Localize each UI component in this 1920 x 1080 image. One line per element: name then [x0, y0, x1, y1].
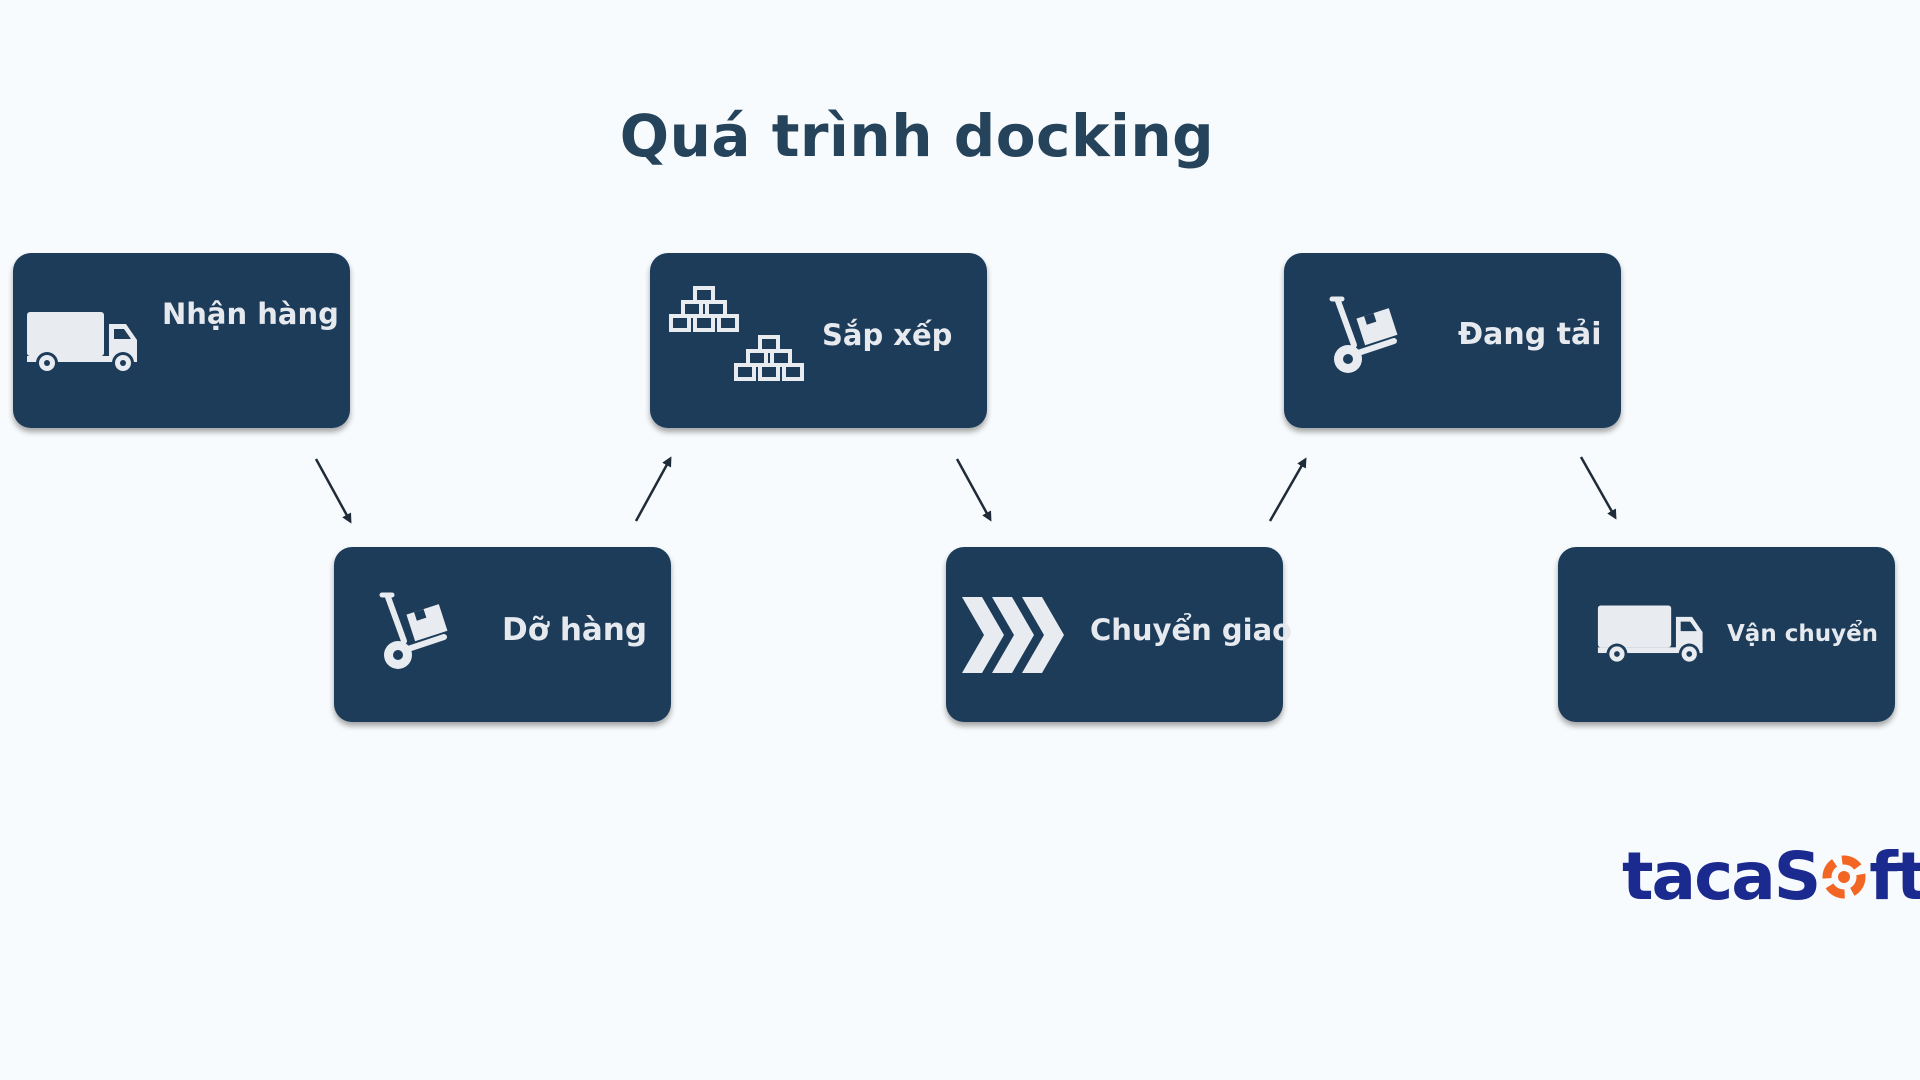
- step-label: Vận chuyển: [1727, 621, 1879, 647]
- step-card-shipping: Vận chuyển: [1558, 547, 1895, 722]
- step-label: Chuyển giao: [1090, 613, 1293, 647]
- step-card-unload: Dỡ hàng: [334, 547, 671, 722]
- tacasoft-logo: tacaS ft: [1622, 838, 1920, 915]
- hand-truck-icon: [1329, 296, 1398, 373]
- truck-icon: [27, 312, 137, 374]
- truck-icon: [1597, 605, 1703, 665]
- logo-s-letter: S: [1773, 838, 1822, 915]
- logo-text-end: ft: [1869, 838, 1920, 915]
- step-card-receive: Nhận hàng: [13, 253, 350, 428]
- step-label: Dỡ hàng: [502, 612, 648, 648]
- step-card-handover: Chuyển giao: [946, 547, 1292, 722]
- diagram-title: Quá trình docking: [619, 102, 1215, 170]
- step-card-loading: Đang tải: [1284, 253, 1621, 428]
- step-label: Sắp xếp: [822, 318, 953, 352]
- arrow-unload-to-sort: [634, 456, 672, 522]
- hand-truck-icon: [379, 592, 448, 669]
- arrow-handover-to-loading: [1268, 457, 1307, 522]
- orange-o-icon: [1822, 855, 1866, 899]
- step-card-sort: Sắp xếp: [650, 253, 987, 428]
- stacked-boxes-icon: [669, 286, 804, 381]
- logo-text-start: taca: [1622, 838, 1776, 915]
- arrow-loading-to-shipping: [1579, 456, 1617, 520]
- chevrons-right-icon: [962, 597, 1064, 673]
- arrow-sort-to-handover: [955, 458, 992, 522]
- step-label: Nhận hàng: [162, 297, 339, 331]
- step-label: Đang tải: [1458, 317, 1602, 352]
- arrow-receive-to-unload: [314, 458, 352, 524]
